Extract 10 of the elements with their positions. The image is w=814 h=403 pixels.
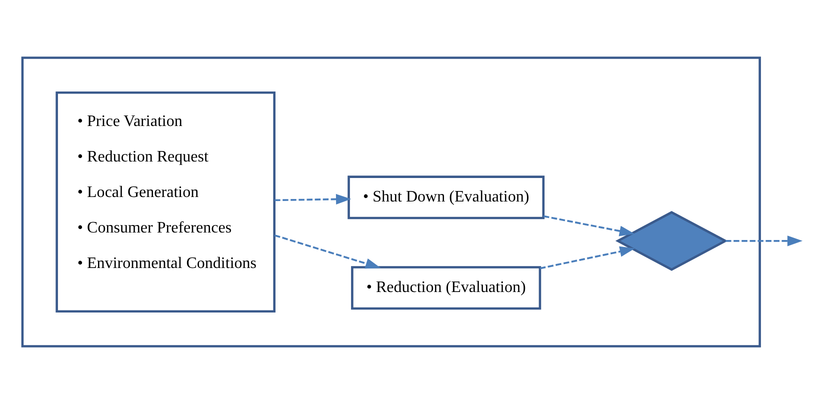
arrow: [274, 193, 352, 204]
cluster: [21, 56, 761, 347]
node-box: • Reduction (Evaluation): [351, 266, 542, 310]
node-box: • Shut Down (Evaluation): [348, 175, 545, 219]
arrow: [540, 246, 635, 269]
arrow: [274, 234, 381, 268]
arrow: [543, 214, 635, 236]
node-box: • Price Variation • Reduction Request • Local Generation • Consumer Preferences • Environmental Conditions: [56, 91, 276, 312]
node-diamond: [615, 210, 728, 270]
arrow: [726, 235, 803, 246]
